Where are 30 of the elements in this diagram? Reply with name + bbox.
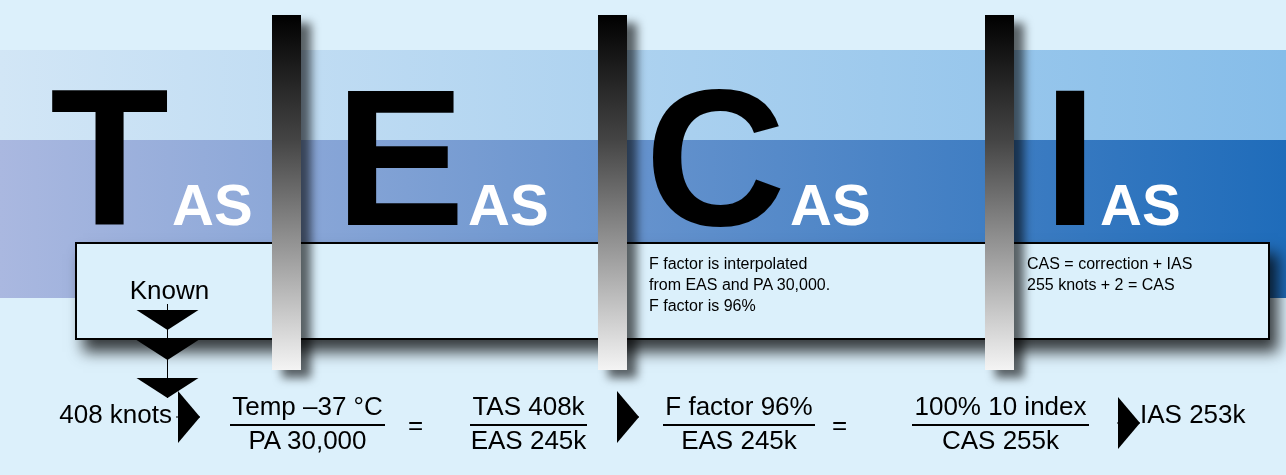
note-text: 408 knots: [58, 398, 172, 431]
fraction-numerator: TAS 408k: [470, 392, 587, 426]
note-text: Known: [128, 274, 211, 307]
note-text: IAS 253k: [1140, 398, 1247, 431]
subscript-text: AS: [1100, 183, 1181, 227]
chevron-arrow: [1116, 397, 1141, 449]
divider-bar: [985, 15, 1014, 370]
note-text: CAS = correction + IAS 255 knots + 2 = CAS: [1027, 254, 1194, 295]
fraction-numerator: Temp –37 °C: [230, 392, 385, 426]
fraction-numerator: 100% 10 index: [912, 392, 1089, 426]
big-letter: C: [645, 84, 786, 231]
chevron-arrow: [175, 391, 201, 443]
subscript-text: AS: [790, 183, 871, 227]
divider-bar: [598, 15, 627, 370]
equals-sign: =: [832, 412, 848, 438]
big-letter: I: [1043, 84, 1098, 231]
chevron-arrow: [616, 391, 640, 443]
fraction-denominator: EAS 245k: [680, 425, 798, 457]
divider-bar: [272, 15, 301, 370]
fraction-denominator: EAS 245k: [469, 425, 588, 457]
big-letter: E: [335, 84, 466, 231]
info-panel: [75, 242, 1270, 340]
fraction-denominator: PA 30,000: [247, 425, 368, 457]
equals-sign: =: [408, 412, 424, 438]
subscript-text: AS: [468, 183, 549, 227]
fraction-numerator: F factor 96%: [663, 392, 815, 426]
down-arrow: [136, 303, 199, 399]
note-text: F factor is interpolated from EAS and PA 30,000. F factor is 96%: [649, 254, 832, 316]
big-letter: T: [50, 84, 170, 231]
fraction-denominator: CAS 255k: [940, 425, 1061, 457]
